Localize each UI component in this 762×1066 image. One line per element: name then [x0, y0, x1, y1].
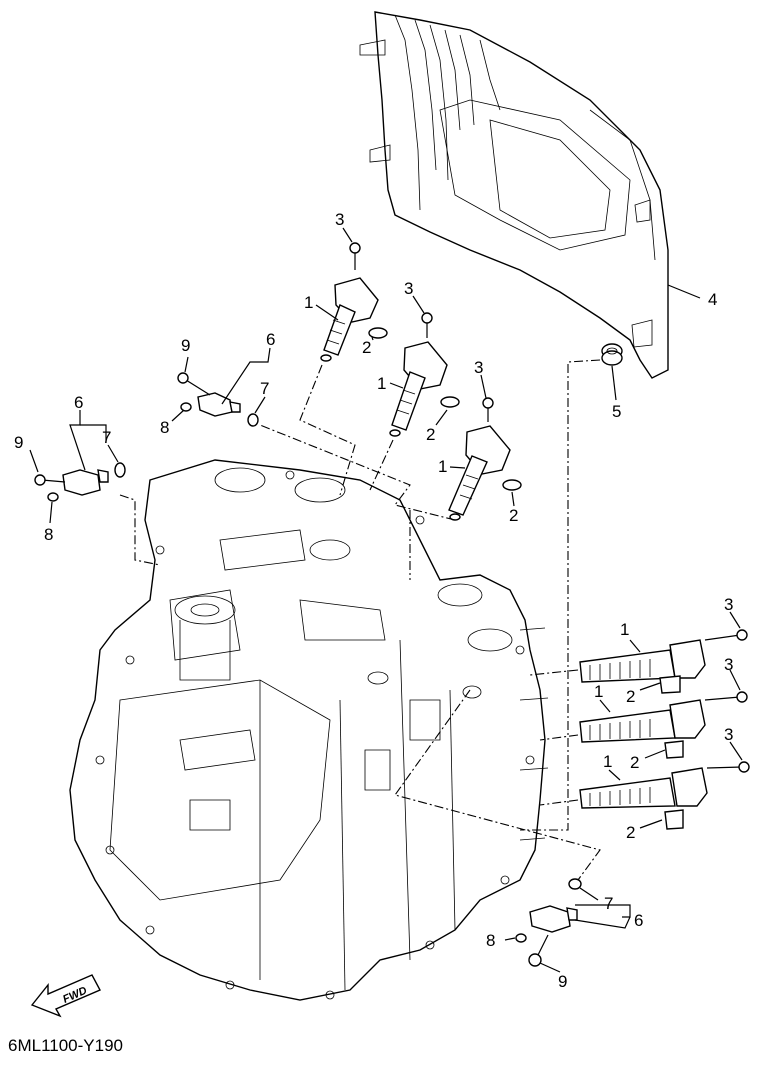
callout-2: 2 — [362, 338, 371, 357]
sensor-lower-right[interactable] — [515, 878, 582, 967]
callout-4: 4 — [708, 290, 717, 309]
grommet-part-5[interactable] — [601, 343, 623, 366]
callout-1: 1 — [603, 752, 612, 771]
callout-8: 8 — [44, 525, 53, 544]
callout-labels: 3 1 2 3 1 2 3 1 2 4 5 6 7 8 9 6 7 8 9 1 … — [14, 210, 733, 991]
ignition-coil-right-2[interactable] — [579, 691, 748, 759]
callout-2: 2 — [426, 425, 435, 444]
callout-1: 1 — [304, 293, 313, 312]
callout-1: 1 — [620, 620, 629, 639]
ignition-coil-upper-2[interactable] — [389, 312, 460, 437]
callout-1: 1 — [594, 682, 603, 701]
assembly-lines — [119, 359, 601, 881]
callout-5: 5 — [612, 402, 621, 421]
callout-7: 7 — [102, 428, 111, 447]
callout-1: 1 — [377, 374, 386, 393]
callout-6: 6 — [634, 911, 643, 930]
callout-6: 6 — [266, 330, 275, 349]
ignition-coil-right-3[interactable] — [579, 761, 750, 830]
callout-2: 2 — [626, 823, 635, 842]
callout-3: 3 — [724, 725, 733, 744]
callout-9: 9 — [14, 433, 23, 452]
fwd-direction-arrow: FWD — [30, 974, 101, 1018]
ignition-coil-upper-1[interactable] — [320, 242, 388, 362]
ignition-coil-right-1[interactable] — [579, 629, 748, 694]
callout-9: 9 — [181, 336, 190, 355]
callout-2: 2 — [626, 687, 635, 706]
engine-cover-part-4[interactable] — [359, 11, 669, 379]
callout-9: 9 — [558, 972, 567, 991]
leader-lines — [29, 227, 743, 973]
ignition-coil-upper-3[interactable] — [448, 397, 522, 521]
sensor-upper-left[interactable] — [34, 462, 126, 502]
callout-8: 8 — [486, 931, 495, 950]
callout-3: 3 — [474, 358, 483, 377]
callout-7: 7 — [604, 894, 613, 913]
callout-3: 3 — [724, 655, 733, 674]
sensor-upper-mid[interactable] — [177, 372, 259, 427]
callout-8: 8 — [160, 418, 169, 437]
callout-6: 6 — [74, 393, 83, 412]
callout-3: 3 — [724, 595, 733, 614]
engine-block — [69, 459, 549, 1001]
callout-3: 3 — [404, 279, 413, 298]
callout-7: 7 — [260, 379, 269, 398]
callout-3: 3 — [335, 210, 344, 229]
diagram-code: 6ML1100-Y190 — [8, 1036, 123, 1055]
callout-1: 1 — [438, 457, 447, 476]
callout-2: 2 — [509, 506, 518, 525]
callout-2: 2 — [630, 753, 639, 772]
